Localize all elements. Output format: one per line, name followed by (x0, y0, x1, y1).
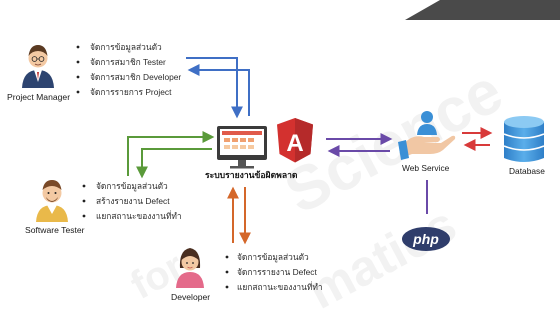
list-item: จัดการสมาชิก Tester (90, 57, 166, 67)
developer-system-arrows (227, 186, 251, 245)
software-tester-avatar (36, 180, 68, 222)
developer-avatar (176, 248, 204, 288)
developer-label: Developer (171, 292, 210, 302)
software-tester-label: Software Tester (25, 225, 85, 235)
list-item: แยกสถานะของงานที่ทำ (96, 210, 182, 221)
list-item: แยกสถานะของงานที่ทำ (237, 281, 323, 292)
list-item: สร้างรายงาน Defect (96, 196, 170, 206)
list-item: จัดการสมาชิก Developer (90, 72, 181, 82)
developer-items: จัดการข้อมูลส่วนตัว จัดการรายงาน Defect … (225, 252, 323, 292)
svg-text:php: php (412, 231, 439, 247)
pm-system-arrows (186, 57, 250, 119)
database-icon (503, 116, 545, 162)
project-manager-avatar (22, 45, 54, 88)
database-label: Database (509, 166, 545, 176)
project-manager-label: Project Manager (7, 92, 70, 102)
webservice-database-arrows (462, 127, 493, 151)
svg-text:A: A (286, 130, 303, 157)
software-tester-items: จัดการข้อมูลส่วนตัว สร้างรายงาน Defect แ… (82, 181, 182, 221)
list-item: จัดการข้อมูลส่วนตัว (237, 252, 309, 263)
system-label: ระบบรายงานข้อผิดพลาด (205, 170, 298, 180)
monitor-icon (217, 126, 267, 169)
list-item: จัดการรายการ Project (90, 87, 172, 97)
web-service-label: Web Service (402, 163, 450, 173)
list-item: จัดการข้อมูลส่วนตัว (90, 42, 162, 53)
list-item: จัดการรายงาน Defect (237, 267, 317, 277)
angular-logo: A (277, 118, 313, 163)
project-manager-items: จัดการข้อมูลส่วนตัว จัดการสมาชิก Tester … (76, 42, 181, 97)
web-service-icon (398, 111, 456, 160)
corner-band (405, 0, 560, 20)
angular-webservice-arrows (326, 133, 393, 157)
list-item: จัดการข้อมูลส่วนตัว (96, 181, 168, 192)
tester-system-arrows (127, 131, 215, 179)
php-logo: php (402, 227, 450, 251)
